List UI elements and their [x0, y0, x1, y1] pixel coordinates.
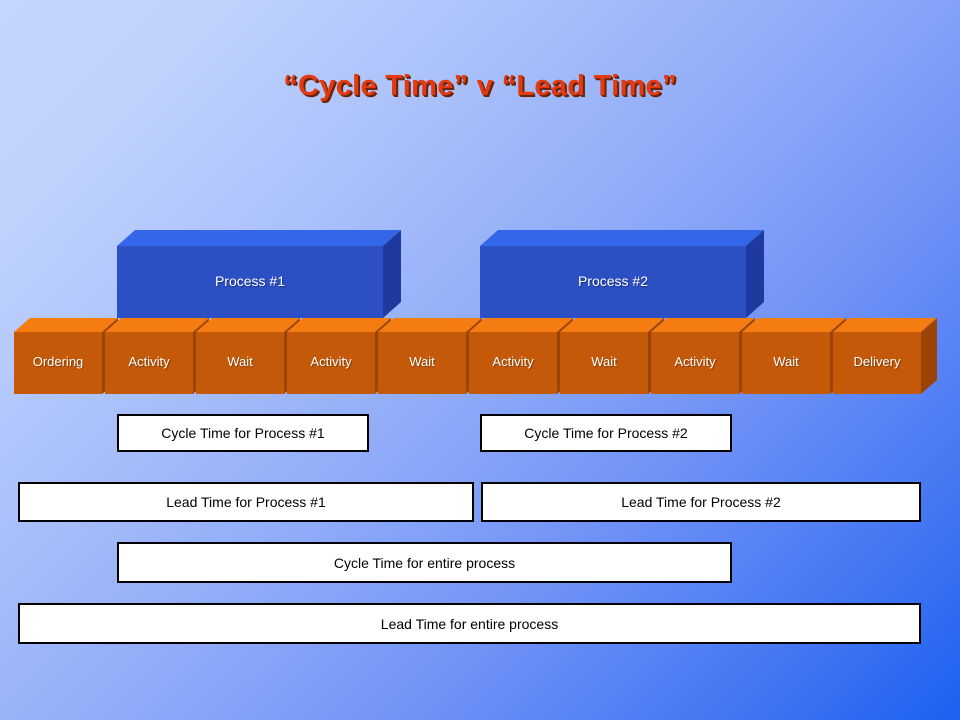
process-box: Process #1 [117, 230, 401, 318]
step-box: Activity [469, 318, 573, 394]
step-box-front-face [378, 332, 466, 394]
step-box-front-face [651, 332, 739, 394]
step-box-side-face [921, 318, 937, 394]
process-box-top-face [117, 230, 401, 246]
process-box-front-face [117, 246, 383, 318]
step-box-top-face [742, 318, 846, 332]
step-box-front-face [469, 332, 557, 394]
step-box: Activity [105, 318, 209, 394]
step-box-top-face [651, 318, 755, 332]
step-box: Wait [560, 318, 664, 394]
step-box: Wait [378, 318, 482, 394]
step-box-front-face [742, 332, 830, 394]
step-box-front-face [287, 332, 375, 394]
step-box-top-face [14, 318, 118, 332]
step-box-front-face [14, 332, 102, 394]
step-box-top-face [560, 318, 664, 332]
step-box: Wait [196, 318, 300, 394]
time-span-bar: Lead Time for Process #1 [18, 482, 474, 522]
step-box: Wait [742, 318, 846, 394]
time-span-bar: Cycle Time for Process #2 [480, 414, 732, 452]
step-box: Activity [651, 318, 755, 394]
step-box: Ordering [14, 318, 118, 394]
step-box-front-face [560, 332, 648, 394]
step-box-front-face [833, 332, 921, 394]
time-span-bar: Lead Time for Process #2 [481, 482, 921, 522]
step-box-top-face [378, 318, 482, 332]
step-box-top-face [833, 318, 937, 332]
step-box: Delivery [833, 318, 937, 394]
step-box-front-face [105, 332, 193, 394]
step-box-top-face [105, 318, 209, 332]
time-span-bar: Cycle Time for entire process [117, 542, 732, 583]
process-box: Process #2 [480, 230, 764, 318]
time-span-bar: Lead Time for entire process [18, 603, 921, 644]
step-box-top-face [196, 318, 300, 332]
process-box-side-face [383, 230, 401, 318]
process-box-front-face [480, 246, 746, 318]
time-span-bar: Cycle Time for Process #1 [117, 414, 369, 452]
step-box-front-face [196, 332, 284, 394]
page-title: “Cycle Time” v “Lead Time” [283, 70, 677, 102]
step-box-top-face [287, 318, 391, 332]
process-box-top-face [480, 230, 764, 246]
step-box: Activity [287, 318, 391, 394]
step-box-top-face [469, 318, 573, 332]
process-box-side-face [746, 230, 764, 318]
